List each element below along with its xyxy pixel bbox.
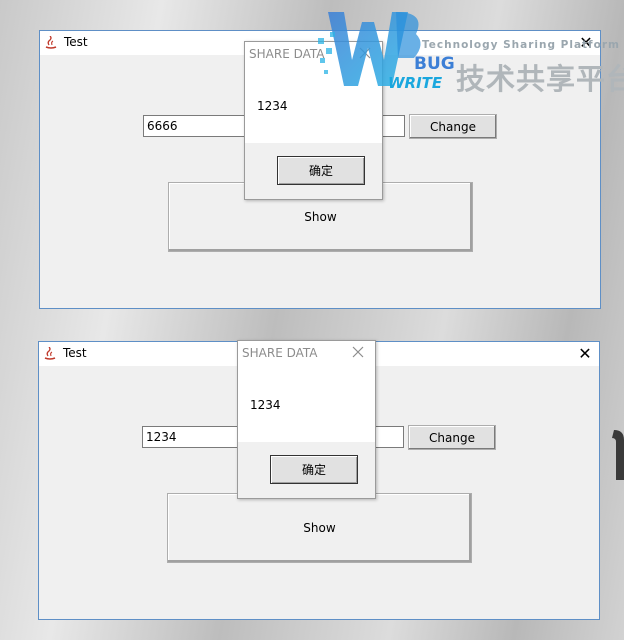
dialog-title: SHARE DATA — [242, 346, 318, 360]
watermark-write-text: WRITE — [388, 74, 443, 92]
change-button[interactable]: Change — [409, 114, 497, 139]
close-icon[interactable]: ✕ — [579, 33, 593, 52]
java-app-icon — [44, 347, 56, 360]
ok-button[interactable]: 确定 — [270, 455, 358, 484]
watermark: Technology Sharing Platform BUG WRITE 技术… — [318, 8, 624, 96]
watermark-bug-text: BUG — [414, 54, 455, 74]
dialog-title: SHARE DATA — [249, 47, 325, 61]
close-icon[interactable] — [351, 345, 365, 359]
java-app-icon — [45, 36, 57, 49]
background-decoration — [612, 430, 624, 480]
share-data-dialog-2: SHARE DATA 1234 确定 — [237, 340, 376, 499]
watermark-tagline: Technology Sharing Platform — [422, 39, 620, 51]
show-button[interactable]: Show — [167, 493, 472, 563]
window-title: Test — [63, 346, 87, 360]
dialog-message: 1234 — [250, 398, 281, 412]
dialog-message: 1234 — [257, 99, 288, 113]
change-button[interactable]: Change — [408, 425, 496, 450]
watermark-logo-icon — [318, 12, 421, 86]
dialog-body — [238, 341, 375, 442]
watermark-chinese-text: 技术共享平台 — [456, 62, 624, 96]
close-icon[interactable]: ✕ — [578, 344, 592, 363]
window-title: Test — [64, 35, 88, 49]
ok-button[interactable]: 确定 — [277, 156, 365, 185]
